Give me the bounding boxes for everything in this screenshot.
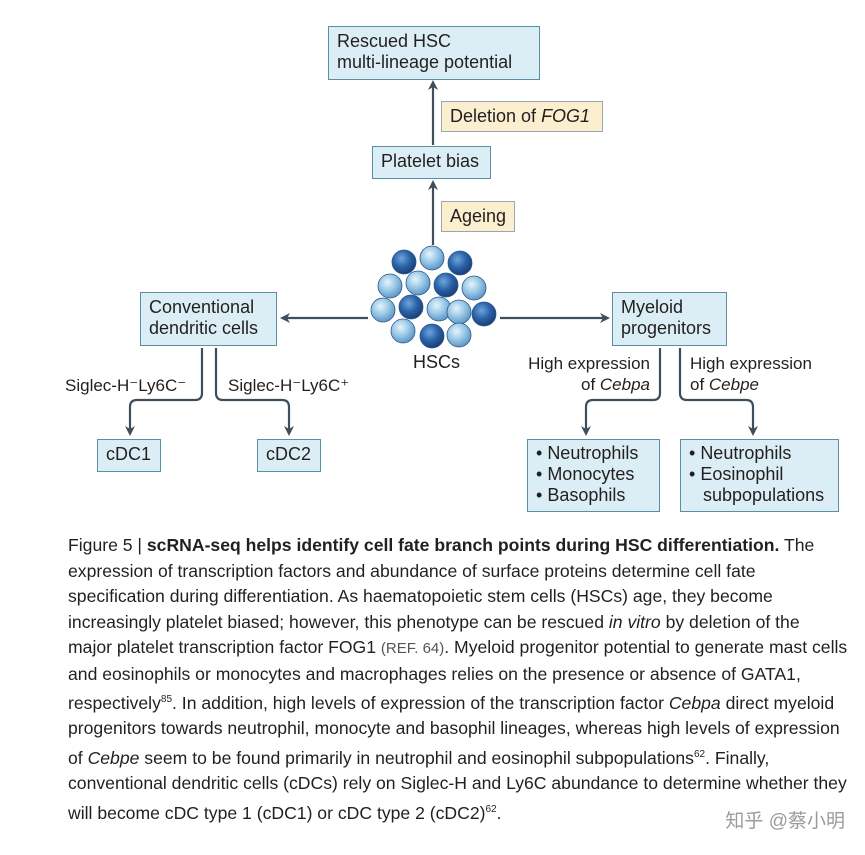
list-b-item: Eosinophil [689, 464, 830, 485]
caption-text: The expression of transcription factors … [68, 535, 815, 632]
lineage-list-a: Neutrophils Monocytes Basophils [527, 439, 660, 512]
list-a-item: Basophils [536, 485, 651, 506]
caption-italic: Cebpe [87, 747, 140, 768]
list-b-item: Neutrophils [689, 443, 830, 464]
myeloid-line-1: Myeloid [621, 297, 684, 317]
cdc-line-2: dendritic cells [149, 318, 259, 338]
caption-text: . [496, 802, 502, 823]
high-expr-a-line1: High expression [528, 354, 650, 373]
high-expr-cebpa-label: High expression of Cebpa [514, 353, 650, 395]
siglec-neg-label: Siglec-H⁻Ly6C⁻ [65, 376, 187, 395]
caption-text: . Myeloid progenitor potential to genera… [68, 637, 848, 713]
list-a-item: Neutrophils [536, 443, 651, 464]
high-expr-b-gene: Cebpe [708, 375, 760, 394]
hsc-cluster [370, 245, 497, 349]
cdc1-label: cDC1 [106, 444, 152, 464]
cdc2-box: cDC2 [257, 439, 321, 472]
siglec-pos-label: Siglec-H⁻Ly6C⁺ [228, 376, 350, 395]
ageing-tag: Ageing [441, 201, 515, 232]
high-expr-b-prefix: of [690, 375, 709, 394]
list-b-continuation: subpopulations [703, 485, 825, 505]
arrow-cdc-to-cdc1 [125, 348, 204, 436]
rescued-hsc-box: Rescued HSC multi-lineage potential [328, 26, 540, 80]
hsc-fate-diagram: Rescued HSC multi-lineage potential Dele… [0, 0, 865, 530]
rescued-line-1: Rescued HSC [337, 31, 452, 51]
caption-text: . Finally, conventional dendritic cells … [68, 747, 847, 823]
caption-ref: (REF. 64) [380, 640, 445, 657]
diagram-arrows [125, 80, 758, 436]
high-expr-a-prefix: of [580, 375, 600, 394]
figure-caption: Figure 5 | scRNA-seq helps identify cell… [68, 533, 848, 826]
cdc2-label: cDC2 [266, 444, 312, 464]
high-expr-cebpe-label: High expression of Cebpe [690, 353, 812, 395]
deletion-prefix: Deletion of [450, 106, 542, 126]
platelet-bias-label: Platelet bias [381, 151, 480, 171]
deletion-gene: FOG1 [541, 106, 591, 126]
arrow-myeloid-to-list-a [581, 348, 662, 436]
high-expr-a-line2: of Cebpa [514, 374, 650, 395]
high-expr-a-gene: Cebpa [599, 375, 650, 394]
rescued-line-2: multi-lineage potential [337, 52, 513, 72]
arrow-myeloid-to-list-b [678, 348, 758, 436]
list-a-item: Monocytes [536, 464, 651, 485]
caption-fig-number: Figure 5 | [68, 535, 147, 555]
caption-text: by deletion of the major platelet transc… [68, 611, 800, 658]
cdc-box: Conventional dendritic cells [140, 292, 277, 346]
lineage-list-b: Neutrophils Eosinophil subpopulations [680, 439, 839, 512]
caption-text: seem to be found primarily in neutrophil… [139, 747, 694, 768]
caption-italic: in vitro [608, 611, 661, 632]
ageing-label: Ageing [450, 206, 507, 226]
hscs-label: HSCs [413, 352, 461, 372]
caption-superscript: 85 [160, 694, 173, 705]
cdc-line-1: Conventional [149, 297, 255, 317]
myeloid-line-2: progenitors [621, 318, 712, 338]
caption-italic: Cebpa [668, 692, 721, 713]
arrow-cdc-to-cdc2 [214, 348, 294, 436]
platelet-bias-box: Platelet bias [372, 146, 491, 179]
caption-bold-title: scRNA-seq helps identify cell fate branc… [146, 535, 780, 555]
caption-superscript: 62 [485, 803, 497, 815]
deletion-fog1-tag: Deletion of FOG1 [441, 101, 603, 132]
caption-text: . In addition, high levels of expression… [172, 692, 669, 713]
caption-text: direct myeloid progenitors towards neutr… [68, 692, 840, 768]
myeloid-box: Myeloid progenitors [612, 292, 727, 346]
caption-superscript: 62 [693, 748, 706, 760]
high-expr-b-line2: of Cebpe [690, 374, 812, 395]
watermark: 知乎 @蔡小明 [725, 811, 845, 832]
cdc1-box: cDC1 [97, 439, 161, 472]
high-expr-b-line1: High expression [690, 354, 812, 373]
